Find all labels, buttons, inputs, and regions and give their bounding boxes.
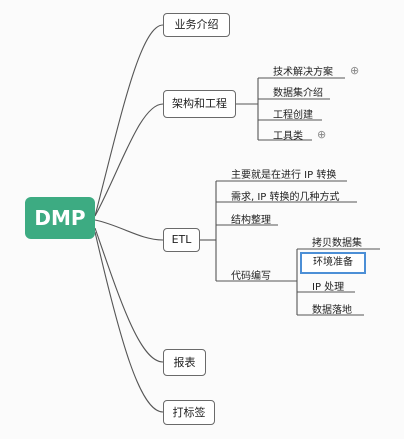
node-coding[interactable]: 代码编写 — [231, 271, 271, 282]
node-tagging[interactable]: 打标签 — [163, 400, 215, 425]
node-project-create[interactable]: 工程创建 — [273, 110, 313, 121]
node-requirements[interactable]: 需求, IP 转换的几种方式 — [231, 192, 340, 203]
node-data-landing[interactable]: 数据落地 — [312, 305, 352, 316]
node-architecture[interactable]: 架构和工程 — [163, 90, 236, 118]
node-tech-solution[interactable]: 技术解决方案 — [273, 67, 333, 78]
node-dataset-intro[interactable]: 数据集介绍 — [273, 88, 323, 99]
root-node[interactable]: DMP — [25, 197, 95, 239]
plus-circle-icon[interactable]: ⊕ — [350, 64, 360, 77]
node-ip-process[interactable]: IP 处理 — [312, 282, 345, 293]
plus-circle-icon[interactable]: ⊕ — [317, 128, 327, 141]
node-ip-convert[interactable]: 主要就是在进行 IP 转换 — [231, 170, 337, 181]
node-copy-dataset[interactable]: 拷贝数据集 — [312, 238, 362, 249]
node-business-intro[interactable]: 业务介绍 — [163, 13, 230, 37]
node-utils[interactable]: 工具类 — [273, 131, 303, 142]
node-etl[interactable]: ETL — [163, 228, 200, 252]
node-structure[interactable]: 结构整理 — [231, 215, 271, 226]
node-env-prep[interactable]: 环境准备 — [300, 252, 366, 274]
node-report[interactable]: 报表 — [163, 349, 206, 376]
